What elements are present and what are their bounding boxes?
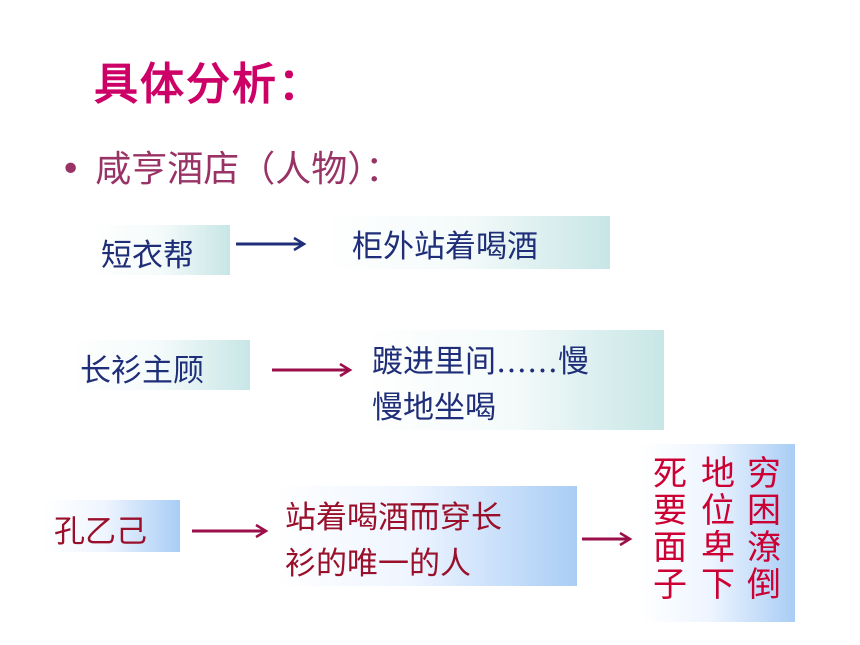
kong-yiji-box: 孔乙己	[44, 500, 180, 552]
bullet-marker: •	[60, 149, 82, 190]
short-coat-box: 短衣帮	[93, 225, 230, 275]
section-heading-text: 咸亨酒店（人物）：	[95, 149, 402, 190]
stand-drink-box: 柜外站着喝酒	[320, 216, 610, 269]
kong-yiji-label: 孔乙己	[54, 514, 147, 550]
only-one-box: 站着喝酒而穿长 衫的唯一的人	[275, 486, 577, 586]
trait-char: 死	[653, 454, 687, 494]
inner-room-line2: 慢地坐喝	[372, 390, 496, 426]
trait-char: 穷	[747, 454, 781, 494]
only-one-line1: 站着喝酒而穿长	[285, 500, 502, 536]
arrow-row2-icon	[272, 362, 353, 378]
trait-char: 困	[747, 491, 781, 531]
trait-column-face: 死 要 面 子	[648, 456, 692, 604]
trait-column-status: 地 位 卑 下	[696, 456, 740, 604]
long-gown-box: 长衫主顾	[70, 340, 250, 390]
arrow-row1-icon	[236, 236, 307, 252]
arrow-result-icon	[582, 531, 633, 547]
only-one-line2: 衫的唯一的人	[285, 546, 471, 582]
inner-room-box: 踱进里间……慢 慢地坐喝	[362, 330, 664, 430]
stand-drink-label: 柜外站着喝酒	[352, 229, 538, 265]
trait-char: 下	[701, 565, 735, 605]
trait-char: 面	[653, 528, 687, 568]
arrow-row3-icon	[192, 523, 269, 539]
trait-char: 要	[653, 491, 687, 531]
short-coat-label: 短衣帮	[101, 238, 194, 274]
trait-char: 地	[701, 454, 735, 494]
traits-box: 死 要 面 子 地 位 卑 下 穷 困 潦 倒	[640, 444, 795, 622]
section-heading: • 咸亨酒店（人物）：	[60, 140, 401, 192]
trait-char: 倒	[747, 565, 781, 605]
trait-char: 潦	[747, 528, 781, 568]
inner-room-line1: 踱进里间……慢	[372, 344, 589, 380]
long-gown-label: 长衫主顾	[80, 353, 204, 389]
trait-column-poor: 穷 困 潦 倒	[742, 456, 786, 604]
trait-char: 子	[653, 565, 687, 605]
page-title: 具体分析：	[94, 59, 324, 110]
trait-char: 位	[701, 491, 735, 531]
trait-char: 卑	[701, 528, 735, 568]
